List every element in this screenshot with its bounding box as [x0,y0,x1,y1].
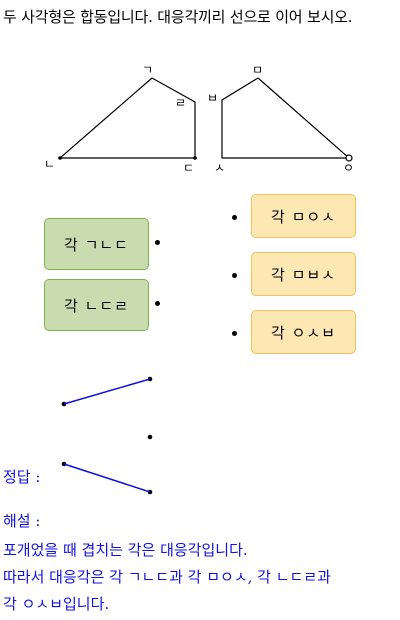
vertex-label-g: ㄱ [142,63,153,77]
solution-line-1: 포개었을 때 겹치는 각은 대응각입니다. [3,541,248,559]
left-option-label: 각 ㄴㄷㄹ [64,296,129,315]
right-option-label: 각 ㅁㅂㅅ [271,265,336,284]
right-option-label: 각 ㅇㅅㅂ [271,323,336,342]
left-option-label: 각 ㄱㄴㄷ [64,235,129,254]
solution-line-3: 각 ㅇㅅㅂ입니다. [3,595,110,613]
vertex-label-n: ㄴ [44,157,55,171]
right-connect-dot[interactable] [232,215,237,220]
solution-line-2: 따라서 대응각은 각 ㄱㄴㄷ과 각 ㅁㅇㅅ, 각 ㄴㄷㄹ과 [3,568,331,586]
answer-line-2 [63,463,151,493]
right-option-angle-mbs[interactable]: 각 ㅁㅂㅅ [251,252,356,296]
answer-label: 정답 : [3,468,41,486]
right-option-angle-osb[interactable]: 각 ㅇㅅㅂ [251,310,356,354]
answer-dot [147,434,153,440]
question-text: 두 사각형은 합동입니다. 대응각끼리 선으로 이어 보시오. [3,8,353,26]
right-option-label: 각 ㅁㅇㅅ [271,207,336,226]
answer-line-1 [63,378,151,405]
right-option-angle-mos[interactable]: 각 ㅁㅇㅅ [251,194,356,238]
vertex-dot [58,156,62,160]
vertex-label-d: ㄷ [183,161,194,175]
vertex-label-o: ㅇ [343,161,354,175]
solution-label: 해설 : [3,512,41,530]
vertex-dot [345,154,353,162]
left-option-angle-gnd[interactable]: 각 ㄱㄴㄷ [44,218,149,270]
vertex-label-b: ㅂ [207,91,218,105]
quadrilateral-2 [221,77,351,159]
left-connect-dot[interactable] [155,301,160,306]
vertex-dot [193,156,197,160]
left-option-angle-ndr[interactable]: 각 ㄴㄷㄹ [44,279,149,331]
vertex-label-m: ㅁ [252,63,263,77]
right-connect-dot[interactable] [232,331,237,336]
vertex-label-s: ㅅ [214,161,225,175]
vertex-label-r: ㄹ [175,96,186,110]
congruent-quadrilaterals-figure: ㄱ ㄴ ㄷ ㄹ ㅁ ㅂ ㅅ ㅇ [44,63,354,175]
left-connect-dot[interactable] [155,240,160,245]
right-connect-dot[interactable] [232,273,237,278]
